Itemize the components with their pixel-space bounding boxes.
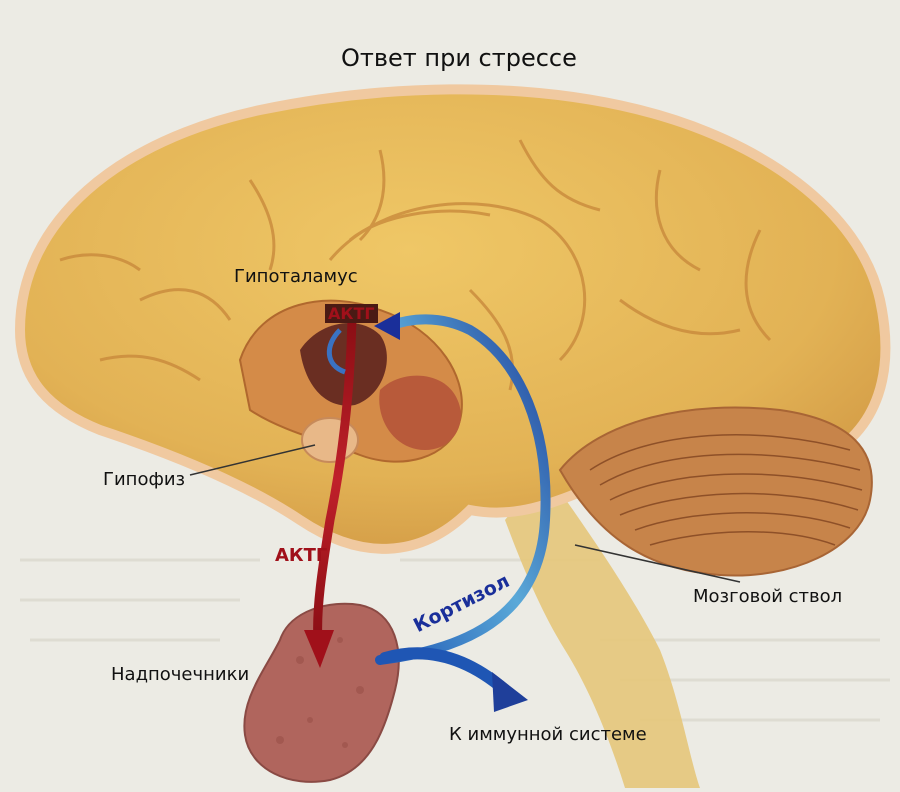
hypothalamus-hook bbox=[326, 328, 347, 375]
immune-system-label: К иммунной системе bbox=[449, 724, 647, 745]
pituitary-label: Гипофиз bbox=[103, 469, 186, 490]
brainstem-leader-line bbox=[574, 544, 741, 583]
brainstem-label: Мозговой ствол bbox=[693, 586, 843, 607]
cerebellum-folds bbox=[589, 433, 863, 546]
cortisol-feedback-arrowhead bbox=[374, 312, 400, 340]
hypothalamus-region bbox=[300, 323, 387, 406]
pituitary-leader-line bbox=[189, 444, 316, 476]
cerebellum-shape bbox=[558, 406, 873, 577]
actg-arrow bbox=[313, 315, 357, 645]
pituitary-gland bbox=[301, 417, 359, 463]
adrenals-label: Надпочечники bbox=[111, 664, 250, 685]
actg-arrowhead bbox=[304, 630, 334, 668]
thalamus-region bbox=[379, 375, 461, 450]
brainstem-shape bbox=[505, 470, 700, 788]
diagram-title: Ответ при стрессе bbox=[341, 44, 577, 72]
adrenal-texture bbox=[276, 637, 364, 748]
actg-label-mid: АКТГ bbox=[275, 545, 328, 566]
actg-label-hypothalamus: АКТГ bbox=[325, 304, 378, 323]
immune-arrowhead bbox=[492, 672, 528, 712]
immune-arrow bbox=[379, 647, 511, 696]
hypothalamus-label: Гипоталамус bbox=[234, 266, 358, 287]
cortisol-feedback-arrow bbox=[375, 314, 551, 665]
